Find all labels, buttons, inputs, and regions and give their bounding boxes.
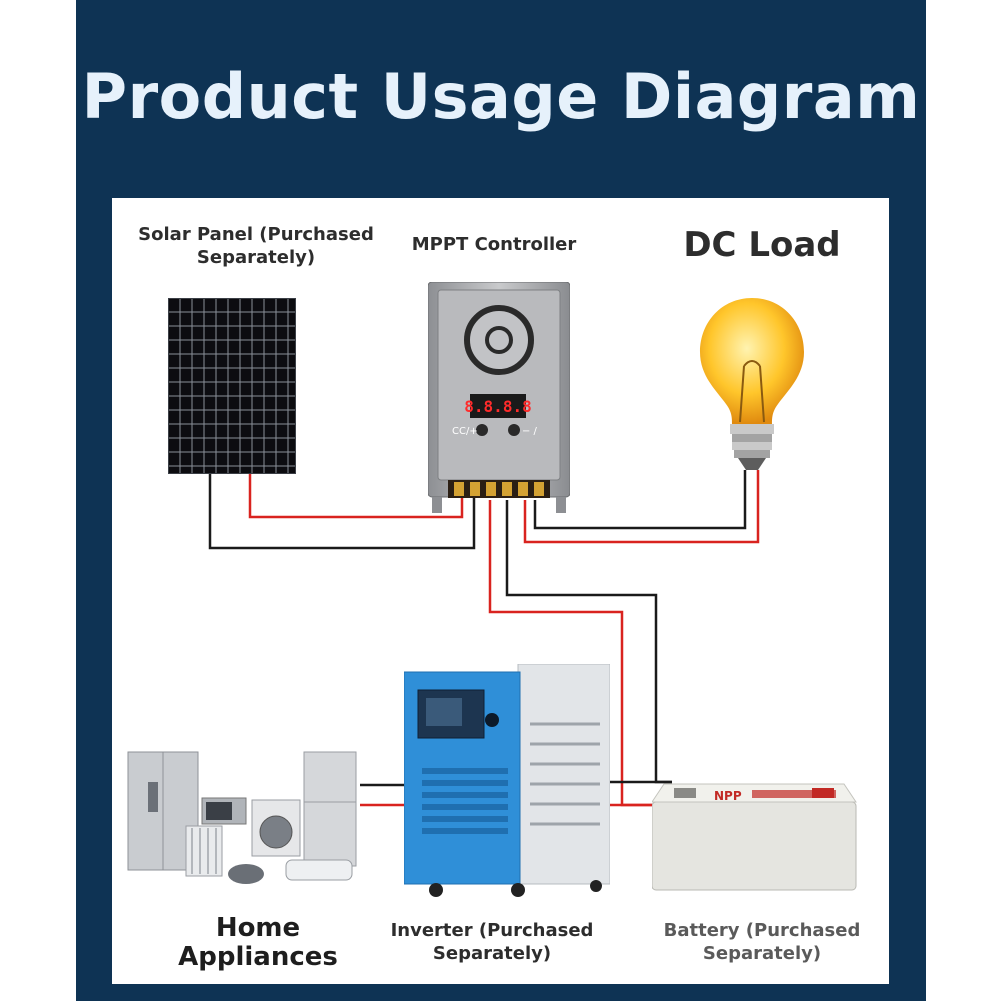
- wire-load-negative: [533, 470, 747, 530]
- inverter-label: Inverter (Purchased Separately): [390, 920, 594, 964]
- battery-brand: NPP: [714, 789, 742, 803]
- svg-text:− /: − /: [522, 426, 538, 437]
- home-appliances-label: Home Appliances: [178, 913, 338, 972]
- page-title: Product Usage Diagram: [81, 60, 921, 133]
- wire-solar-negative: [208, 470, 476, 550]
- battery-label: Battery (Purchased Separately): [663, 920, 861, 964]
- controller-display: 8.8.8.8: [464, 397, 531, 416]
- dc-load-label: DC Load: [683, 225, 841, 265]
- mppt-controller-icon: 8.8.8.8 CC/+ − /: [428, 282, 570, 513]
- light-bulb-icon: [700, 298, 804, 470]
- wire-load-positive: [523, 470, 760, 544]
- battery-icon: NPP: [652, 783, 857, 891]
- svg-text:CC/+: CC/+: [452, 426, 478, 437]
- wire-solar-positive: [248, 470, 464, 519]
- home-appliances-icon: [127, 751, 357, 884]
- solar-panel-icon: [168, 298, 296, 474]
- controller-label: MPPT Controller: [411, 234, 577, 255]
- inverter-icon: [404, 664, 610, 897]
- solar-panel-label: Solar Panel (Purchased Separately): [138, 224, 374, 268]
